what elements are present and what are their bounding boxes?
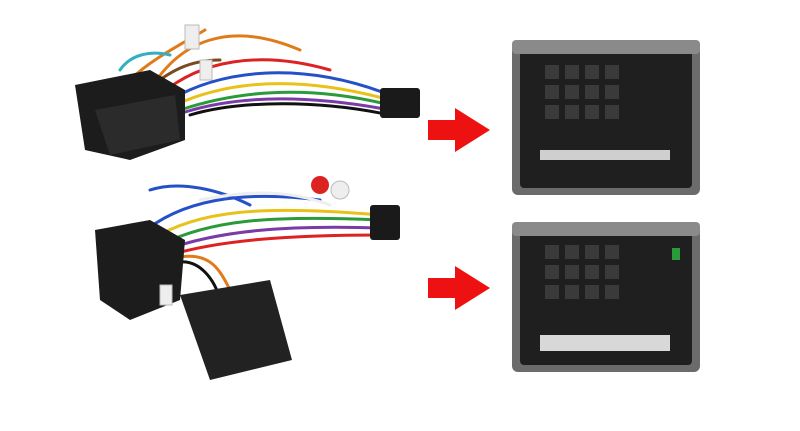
rca-white [330, 180, 350, 200]
top-connector-face [512, 40, 700, 195]
pin-strip [540, 335, 670, 351]
bottom-connector-face [512, 222, 700, 372]
arrow-right-icon [428, 266, 490, 310]
pin-strip [540, 150, 670, 160]
can-bus-box [180, 280, 292, 380]
wire-label-tag [199, 59, 213, 81]
bottom-wiring-harness [95, 176, 400, 380]
wire-label-tag [184, 24, 200, 50]
rca-red [311, 176, 329, 194]
small-plug [380, 88, 420, 118]
arrow-right-icon [428, 108, 490, 152]
small-plug [370, 205, 400, 240]
wire-label-tag [159, 284, 173, 306]
top-wiring-harness [75, 24, 420, 160]
pin-grid [545, 245, 619, 299]
pin-grid [545, 65, 619, 119]
